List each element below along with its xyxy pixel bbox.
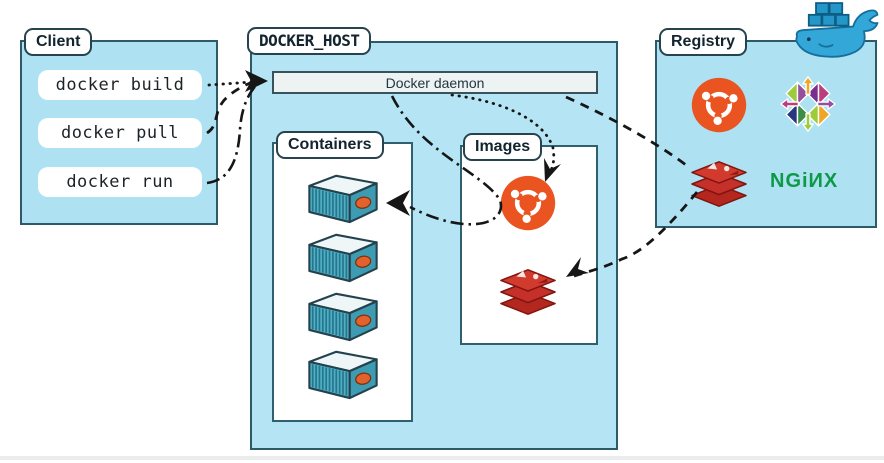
centos-registry-icon bbox=[780, 76, 836, 132]
redis-image-icon bbox=[497, 264, 559, 320]
docker-build-command[interactable]: docker build bbox=[38, 70, 202, 100]
images-label: Images bbox=[463, 133, 543, 161]
container-icon bbox=[306, 171, 380, 226]
container-icon bbox=[306, 347, 380, 402]
bottom-shadow bbox=[0, 456, 884, 460]
container-icon bbox=[306, 230, 380, 285]
container-icon bbox=[306, 289, 380, 344]
docker-host-label: DOCKER_HOST bbox=[247, 27, 372, 55]
containers-label: Containers bbox=[276, 131, 384, 159]
docker-whale-icon bbox=[788, 2, 882, 62]
docker-daemon-bar[interactable]: Docker daemon bbox=[272, 71, 598, 94]
registry-label: Registry bbox=[659, 28, 748, 56]
ubuntu-registry-icon bbox=[690, 76, 748, 134]
docker-daemon-label: Docker daemon bbox=[385, 74, 485, 91]
docker-run-command[interactable]: docker run bbox=[38, 167, 202, 197]
redis-registry-icon bbox=[688, 156, 750, 212]
ubuntu-image-icon bbox=[499, 174, 557, 232]
client-label: Client bbox=[24, 28, 93, 56]
nginx-registry-logo: NGiИX bbox=[770, 170, 839, 192]
docker-pull-command[interactable]: docker pull bbox=[38, 118, 202, 148]
